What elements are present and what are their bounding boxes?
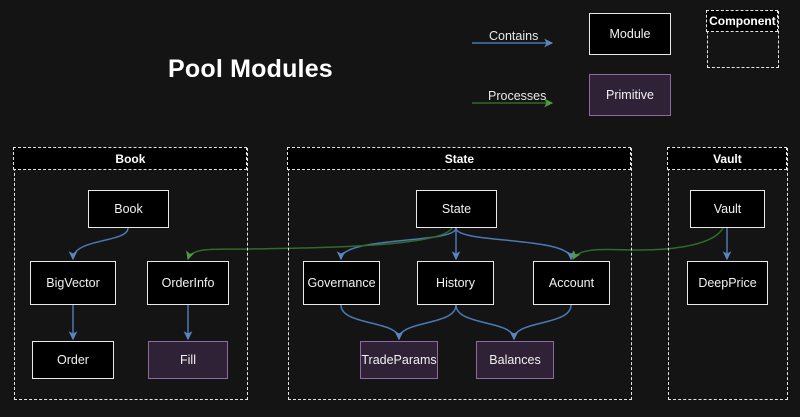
legend-primitive-box: Primitive xyxy=(589,74,671,116)
node-deepprice-label: DeepPrice xyxy=(698,275,757,290)
node-bigvector[interactable]: BigVector xyxy=(30,261,116,305)
node-order-label: Order xyxy=(57,352,89,367)
node-account[interactable]: Account xyxy=(533,261,610,305)
node-balances-label: Balances xyxy=(489,352,541,367)
node-vault[interactable]: Vault xyxy=(690,190,765,228)
legend-processes-label: Processes xyxy=(488,89,547,103)
edge-vault-account xyxy=(572,227,724,261)
group-vault[interactable]: Vault xyxy=(667,147,788,400)
legend-contains-label: Contains xyxy=(489,29,539,43)
group-book-header: Book xyxy=(13,147,248,171)
node-bigvector-label: BigVector xyxy=(46,275,100,290)
edge-book-bigvector xyxy=(68,227,129,261)
edge-state-orderinfo xyxy=(186,227,453,261)
legend-module-label: Module xyxy=(609,26,651,41)
group-vault-label: Vault xyxy=(713,151,742,166)
node-account-label: Account xyxy=(548,275,595,290)
page-title: Pool Modules xyxy=(168,55,333,83)
node-governance[interactable]: Governance xyxy=(303,261,380,305)
legend-component-box: Component xyxy=(706,10,779,68)
node-fill-label: Fill xyxy=(180,352,196,367)
node-book-label: Book xyxy=(114,201,143,216)
node-history[interactable]: History xyxy=(417,261,494,305)
node-book[interactable]: Book xyxy=(88,190,169,228)
legend-primitive-label: Primitive xyxy=(606,87,654,102)
node-history-label: History xyxy=(436,275,475,290)
group-state-label: State xyxy=(444,151,475,166)
node-orderinfo-label: OrderInfo xyxy=(161,275,215,290)
group-state-header: State xyxy=(287,147,632,171)
edge-state-account xyxy=(455,227,576,261)
group-state[interactable]: State xyxy=(287,147,632,400)
node-state[interactable]: State xyxy=(416,190,497,228)
node-tradeparams[interactable]: TradeParams xyxy=(360,341,438,379)
node-balances[interactable]: Balances xyxy=(476,341,554,379)
node-state-label: State xyxy=(441,201,472,216)
node-orderinfo[interactable]: OrderInfo xyxy=(147,261,229,305)
node-deepprice[interactable]: DeepPrice xyxy=(687,261,768,305)
node-governance-label: Governance xyxy=(307,275,376,290)
group-vault-header: Vault xyxy=(667,147,788,171)
edge-account-balances xyxy=(509,304,572,341)
edge-state-governance xyxy=(336,227,457,261)
node-order[interactable]: Order xyxy=(32,341,114,379)
group-book-label: Book xyxy=(115,151,146,166)
group-book[interactable]: Book xyxy=(13,147,248,400)
node-fill[interactable]: Fill xyxy=(148,341,228,379)
node-vault-label: Vault xyxy=(713,201,742,216)
legend-component-header: Component xyxy=(706,10,779,33)
edge-history-tradeparams xyxy=(394,304,457,341)
legend-module-box: Module xyxy=(589,13,671,55)
legend-component-label: Component xyxy=(709,14,776,29)
node-tradeparams-label: TradeParams xyxy=(361,352,437,367)
